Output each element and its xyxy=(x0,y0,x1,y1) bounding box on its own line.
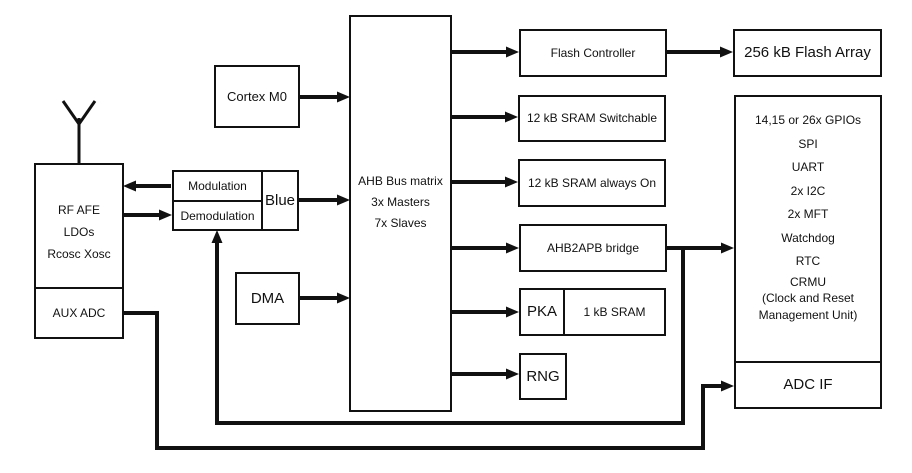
pka-sram-label: 1 kB SRAM xyxy=(583,304,646,319)
crmu-desc-line2: Management Unit) xyxy=(758,307,858,322)
modem-block: Modulation Demodulation xyxy=(172,170,263,231)
antenna-icon xyxy=(61,100,97,164)
pka-sram-block: 1 kB SRAM xyxy=(563,288,666,336)
adc-if-label: ADC IF xyxy=(783,376,833,393)
uart-label: UART xyxy=(791,160,825,174)
demodulation-block: Demodulation xyxy=(180,209,255,224)
ahb-slaves-label: 7x Slaves xyxy=(374,216,427,230)
modulation-block: Modulation xyxy=(174,172,261,202)
ahb-bus-matrix-labels: AHB Bus matrix 3x Masters 7x Slaves xyxy=(351,171,450,234)
dma-label: DMA xyxy=(250,289,285,307)
peripherals-labels: 14,15 or 26x GPIOs SPI UART 2x I2C 2x MF… xyxy=(736,109,880,323)
arrow-cortex-to-ahb xyxy=(300,91,350,103)
rcosc-xosc-label: Rcosc Xosc xyxy=(47,247,111,261)
arrow-ahb2apb-to-peripherals xyxy=(666,242,734,254)
mft-label: 2x MFT xyxy=(787,207,829,221)
gpios-label: 14,15 or 26x GPIOs xyxy=(754,113,862,127)
rf-afe-labels: RF AFE LDOs Rcosc Xosc xyxy=(36,199,122,265)
arrow-rfafe-to-demodulation xyxy=(123,209,172,221)
ldos-label: LDOs xyxy=(63,225,95,239)
ahb-bus-matrix-label: AHB Bus matrix xyxy=(358,174,443,188)
blue-block: Blue xyxy=(261,170,299,231)
crmu-label: CRMU xyxy=(790,274,826,289)
arrow-ahb-to-pka xyxy=(452,306,519,318)
aux-adc-block: AUX ADC xyxy=(34,287,124,339)
dma-block: DMA xyxy=(235,272,300,325)
ahb-masters-label: 3x Masters xyxy=(371,195,430,209)
arrow-dma-to-ahb xyxy=(300,292,350,304)
rf-afe-block: RF AFE LDOs Rcosc Xosc xyxy=(34,163,124,289)
sram-always-on-label: 12 kB SRAM always On xyxy=(527,175,657,190)
ahb2apb-bridge-block: AHB2APB bridge xyxy=(519,224,667,272)
arrow-ahb-to-flash-controller xyxy=(452,46,519,58)
flash-array-block: 256 kB Flash Array xyxy=(733,29,882,77)
rng-label: RNG xyxy=(526,367,560,385)
sram-switchable-block: 12 kB SRAM Switchable xyxy=(518,95,666,142)
arrow-modulation-to-rfafe xyxy=(123,180,171,192)
flash-controller-block: Flash Controller xyxy=(519,29,667,77)
flash-controller-label: Flash Controller xyxy=(550,45,636,60)
blue-label: Blue xyxy=(264,191,296,209)
arrow-flash-controller-to-array xyxy=(666,46,733,58)
flash-array-label: 256 kB Flash Array xyxy=(744,44,871,61)
watchdog-label: Watchdog xyxy=(781,230,835,245)
cortex-m0-label: Cortex M0 xyxy=(227,88,287,104)
arrow-blue-to-ahb xyxy=(299,194,350,206)
sram-switchable-label: 12 kB SRAM Switchable xyxy=(526,111,658,126)
rf-afe-label: RF AFE xyxy=(57,203,100,217)
rng-block: RNG xyxy=(519,353,567,400)
ahb2apb-bridge-label: AHB2APB bridge xyxy=(546,240,640,255)
sram-always-on-block: 12 kB SRAM always On xyxy=(518,159,666,207)
cortex-m0-block: Cortex M0 xyxy=(214,65,300,128)
pka-label: PKA xyxy=(526,303,557,320)
rtc-label: RTC xyxy=(795,254,821,268)
pka-block: PKA xyxy=(519,288,565,336)
i2c-label: 2x I2C xyxy=(790,183,826,198)
ahb-bus-matrix-block: AHB Bus matrix 3x Masters 7x Slaves xyxy=(349,15,452,412)
arrow-ahb-to-sram-always-on xyxy=(452,176,518,188)
arrow-ahb-to-rng xyxy=(452,368,519,380)
arrow-ahb-to-ahb2apb xyxy=(452,242,519,254)
adc-if-block: ADC IF xyxy=(734,361,882,409)
arrow-ahb-to-sram-switchable xyxy=(452,111,518,123)
crmu-desc-line1: (Clock and Reset xyxy=(761,291,855,305)
aux-adc-label: AUX ADC xyxy=(52,305,106,320)
peripherals-block: 14,15 or 26x GPIOs SPI UART 2x I2C 2x MF… xyxy=(734,95,882,363)
spi-label: SPI xyxy=(798,136,818,151)
